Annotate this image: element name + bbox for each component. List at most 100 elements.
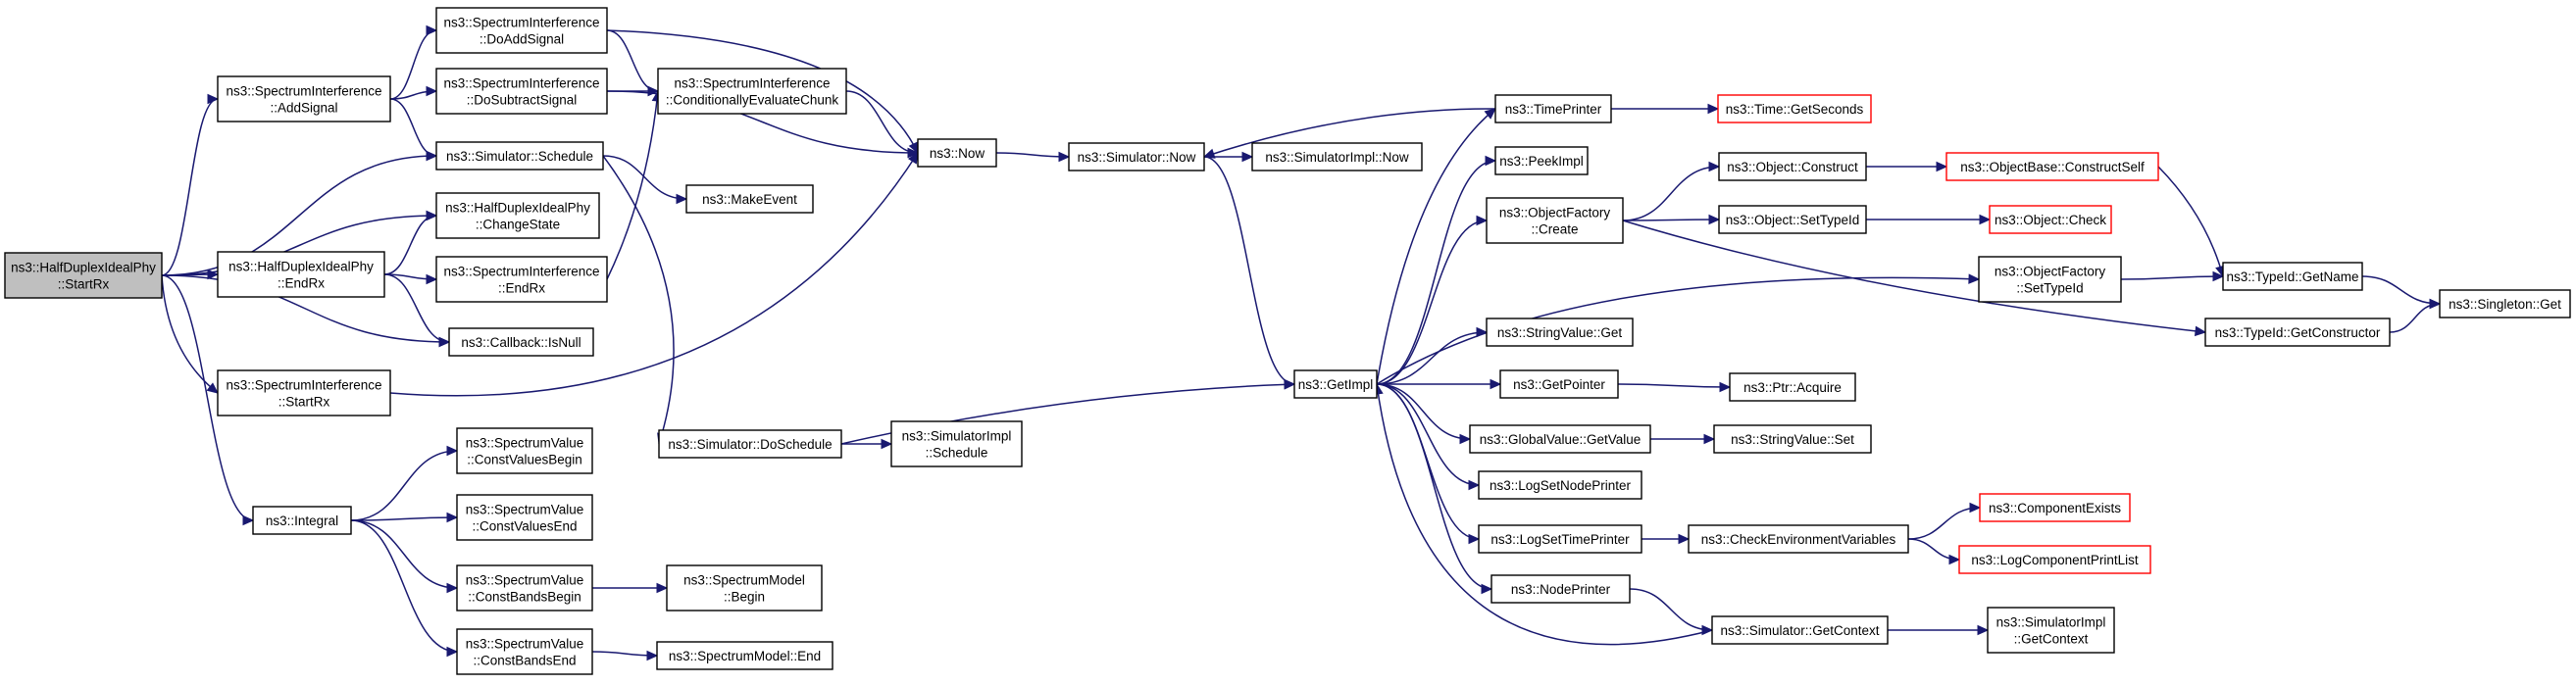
node-cbb[interactable]: ns3::SpectrumValue::ConstBandsBegin: [456, 564, 593, 612]
node-box: [1478, 524, 1642, 554]
node-simimpl-getcontext[interactable]: ns3::SimulatorImpl::GetContext: [1987, 607, 2115, 654]
edge-getname-to-singleton: [2361, 275, 2442, 310]
node-getconstructor[interactable]: ns3::TypeId::GetConstructor: [2204, 318, 2391, 347]
edge-obj-construct-to-constructself: [1866, 161, 1948, 172]
node-label: ns3::Object::SetTypeId: [1726, 213, 1860, 227]
node-simimpl-now[interactable]: ns3::SimulatorImpl::Now: [1251, 142, 1423, 171]
arrowhead: [426, 273, 438, 285]
node-label: ns3::SpectrumModel: [683, 573, 805, 588]
node-sv-get[interactable]: ns3::StringValue::Get: [1486, 318, 1634, 347]
node-doaddsignal[interactable]: ns3::SpectrumInterference::DoAddSignal: [435, 7, 608, 54]
edge-line: [1622, 166, 1720, 221]
edge-addsignal-to-dosubtract: [389, 85, 438, 100]
node-sm-end[interactable]: ns3::SpectrumModel::End: [656, 641, 833, 670]
node-label: ns3::HalfDuplexIdealPhy: [445, 201, 590, 216]
edge-getpointer-to-ptr-acquire: [1617, 381, 1732, 393]
node-box: [217, 251, 385, 298]
node-label: ns3::LogSetTimePrinter: [1490, 532, 1630, 547]
node-makeevent[interactable]: ns3::MakeEvent: [685, 184, 814, 214]
node-simimpl-schedule[interactable]: ns3::SimulatorImpl::Schedule: [890, 420, 1023, 467]
node-of-create[interactable]: ns3::ObjectFactory::Create: [1486, 197, 1624, 244]
node-obj-construct[interactable]: ns3::Object::Construct: [1718, 152, 1867, 181]
node-label: ns3::GetImpl: [1298, 377, 1374, 392]
node-sv-set[interactable]: ns3::StringValue::Set: [1713, 424, 1872, 454]
node-getpointer[interactable]: ns3::GetPointer: [1499, 369, 1619, 399]
edge-obj-settypeid-to-obj-check: [1866, 214, 1992, 225]
node-checkenv[interactable]: ns3::CheckEnvironmentVariables: [1688, 524, 1909, 554]
edge-line: [2361, 275, 2441, 305]
node-logsetnodeprinter[interactable]: ns3::LogSetNodePrinter: [1478, 470, 1642, 500]
node-label: ns3::TypeId::GetName: [2226, 269, 2358, 284]
edge-line: [845, 90, 919, 154]
node-addsignal[interactable]: ns3::SpectrumInterference::AddSignal: [217, 75, 391, 122]
node-schedule[interactable]: ns3::Simulator::Schedule: [435, 141, 604, 171]
edge-line: [1376, 276, 1980, 385]
node-cbe[interactable]: ns3::SpectrumValue::ConstBandsEnd: [456, 628, 593, 675]
node-logcomplist[interactable]: ns3::LogComponentPrintList: [1958, 545, 2151, 574]
node-box: [1978, 256, 2122, 303]
node-condeval[interactable]: ns3::SpectrumInterference::Conditionally…: [657, 68, 847, 115]
arrowhead: [242, 514, 255, 526]
node-peekimpl[interactable]: ns3::PeekImpl: [1494, 146, 1589, 175]
arrowhead: [1058, 151, 1071, 163]
nodes-layer: ns3::HalfDuplexIdealPhy::StartRxns3::Spe…: [4, 7, 2571, 675]
node-sm-begin[interactable]: ns3::SpectrumModel::Begin: [666, 564, 823, 612]
node-singleton[interactable]: ns3::Singleton::Get: [2439, 289, 2571, 318]
node-sim-getcontext[interactable]: ns3::Simulator::GetContext: [1711, 615, 1889, 645]
node-integral[interactable]: ns3::Integral: [252, 506, 352, 535]
node-box: [1486, 197, 1624, 244]
node-label: ::Schedule: [926, 446, 988, 461]
edge-gv-getvalue-to-sv-set: [1650, 433, 1716, 445]
node-getseconds[interactable]: ns3::Time::GetSeconds: [1717, 94, 1872, 123]
node-si-endrx[interactable]: ns3::SpectrumInterference::EndRx: [435, 256, 608, 303]
edge-doaddsignal-to-condeval: [606, 29, 660, 97]
node-box: [217, 75, 391, 122]
node-label: ns3::TypeId::GetConstructor: [2215, 325, 2381, 340]
node-label: ns3::TimePrinter: [1505, 102, 1602, 117]
node-box: [1989, 205, 2112, 234]
node-cve[interactable]: ns3::SpectrumValue::ConstValuesEnd: [456, 494, 593, 541]
node-getname[interactable]: ns3::TypeId::GetName: [2222, 262, 2363, 291]
node-of-settypeid[interactable]: ns3::ObjectFactory::SetTypeId: [1978, 256, 2122, 303]
node-box: [890, 420, 1023, 467]
node-constructself[interactable]: ns3::ObjectBase::ConstructSelf: [1945, 152, 2159, 181]
node-obj-settypeid[interactable]: ns3::Object::SetTypeId: [1718, 205, 1867, 234]
edge-line: [2120, 275, 2224, 280]
node-compexists[interactable]: ns3::ComponentExists: [1979, 493, 2131, 522]
node-getimpl[interactable]: ns3::GetImpl: [1293, 369, 1378, 399]
node-label: ns3::GetPointer: [1513, 377, 1605, 392]
edge-integral-to-cbe: [350, 519, 459, 658]
node-root[interactable]: ns3::HalfDuplexIdealPhy::StartRx: [4, 252, 163, 299]
node-isnull[interactable]: ns3::Callback::IsNull: [448, 327, 594, 357]
edge-schedule-to-makeevent: [602, 155, 688, 205]
node-obj-check[interactable]: ns3::Object::Check: [1989, 205, 2112, 234]
node-box: [1711, 615, 1889, 645]
edge-line: [1376, 160, 1496, 385]
node-dosubtract[interactable]: ns3::SpectrumInterference::DoSubtractSig…: [435, 68, 608, 115]
edge-line: [161, 274, 219, 394]
edge-addsignal-to-schedule: [389, 98, 438, 162]
edge-cbb-to-sm-begin: [591, 582, 669, 594]
node-now[interactable]: ns3::Now: [917, 138, 997, 168]
node-box: [1469, 424, 1651, 454]
node-ptr-acquire[interactable]: ns3::Ptr::Acquire: [1729, 372, 1856, 402]
node-box: [1718, 152, 1867, 181]
node-sim-now[interactable]: ns3::Simulator::Now: [1068, 142, 1205, 171]
edge-sim-getcontext-to-simimpl-getcontext: [1888, 624, 1990, 636]
node-cvb[interactable]: ns3::SpectrumValue::ConstValuesBegin: [456, 427, 593, 474]
node-si-startrx[interactable]: ns3::SpectrumInterference::StartRx: [217, 369, 391, 416]
edge-doschedule-to-simimpl-schedule: [841, 438, 893, 450]
node-label: ns3::Simulator::Schedule: [446, 149, 593, 164]
edges-layer: [161, 24, 2442, 661]
node-label: ns3::SpectrumInterference: [443, 16, 599, 30]
node-endrx[interactable]: ns3::HalfDuplexIdealPhy::EndRx: [217, 251, 385, 298]
node-changestate[interactable]: ns3::HalfDuplexIdealPhy::ChangeState: [435, 192, 600, 239]
node-doschedule[interactable]: ns3::Simulator::DoSchedule: [658, 429, 842, 459]
node-nodeprinter[interactable]: ns3::NodePrinter: [1490, 574, 1631, 604]
node-timeprinter[interactable]: ns3::TimePrinter: [1494, 94, 1612, 123]
node-gv-getvalue[interactable]: ns3::GlobalValue::GetValue: [1469, 424, 1651, 454]
node-logsettimeprinter[interactable]: ns3::LogSetTimePrinter: [1478, 524, 1642, 554]
edge-integral-to-cvb: [350, 445, 459, 521]
node-label: ns3::Callback::IsNull: [461, 335, 581, 350]
node-box: [4, 252, 163, 299]
